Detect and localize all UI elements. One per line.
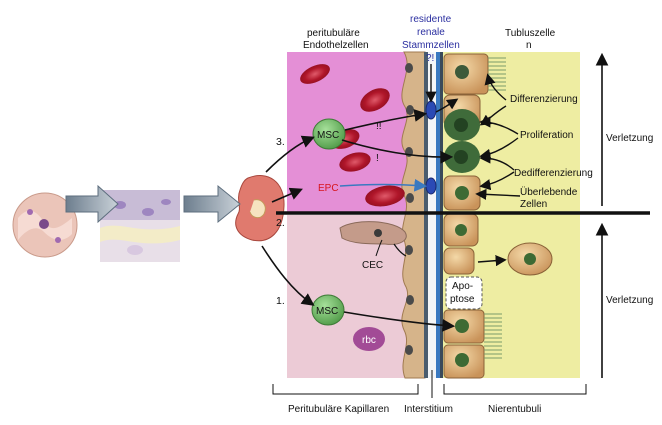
apoptosis-label-2: ptose — [450, 294, 475, 305]
process-arrow-2 — [183, 184, 241, 224]
arrow-dediff-1 — [479, 152, 515, 171]
step-3: 3. — [276, 136, 285, 148]
arrow-stem-to-tubule — [435, 98, 459, 113]
arrow-msc-to-stem — [344, 109, 428, 131]
arrow-to-epc — [271, 187, 303, 203]
tissue-cross-section-icon — [12, 192, 78, 258]
epc-label: EPC — [318, 183, 339, 194]
kidney-icon — [235, 175, 285, 242]
proliferation-label: Proliferation — [520, 130, 573, 141]
arrow-surviving — [475, 188, 521, 200]
step-2: 2. — [276, 217, 285, 229]
arrow-to-msc-bottom — [261, 245, 315, 306]
surviving-label-1: Überlebende — [520, 186, 578, 198]
msc-cell-top — [312, 118, 346, 150]
stem-cell-upper — [425, 100, 437, 120]
footer-interstitium: Interstitium — [404, 404, 453, 415]
red-blood-cells — [300, 64, 405, 351]
mark-double: !! — [376, 121, 382, 132]
apoptosis-box — [445, 276, 483, 310]
injury-label-top: Verletzung — [606, 133, 653, 144]
apoptosis-label-1: Apo- — [452, 281, 473, 292]
surviving-label-2: Zellen — [520, 199, 547, 210]
arrow-dediff-2 — [479, 171, 515, 191]
msc-bottom-label: MSC — [316, 306, 338, 317]
arrow-diff-up — [484, 73, 507, 101]
msc-cell-bottom — [311, 294, 345, 326]
tubular-cell-label-2: n — [526, 40, 532, 51]
cec-cell — [339, 221, 407, 245]
differentiation-label: Differenzierung — [510, 94, 578, 105]
arrow-msc-bottom-to-tubule — [343, 311, 456, 332]
tubular-membrane — [436, 52, 441, 378]
rbc-label: rbc — [362, 335, 376, 346]
step-1: 1. — [276, 295, 285, 307]
tubular-membrane-dark — [440, 52, 443, 378]
tubular-cell-label-1: Tubluszelle — [505, 28, 556, 39]
footer-tubuli: Nierentubuli — [488, 404, 541, 415]
stem-label-2: renale — [417, 27, 445, 38]
arrow-epc-to-stem — [339, 178, 428, 192]
arrow-proliferation-1 — [479, 116, 519, 135]
process-arrow-1 — [65, 184, 119, 224]
arrow-cec-label — [375, 239, 383, 257]
footer-capillaries: Peritubuläre Kapillaren — [288, 404, 389, 415]
stem-label-4: ?! — [426, 53, 434, 64]
endothelial-lining — [401, 51, 426, 379]
footer-brackets — [272, 370, 587, 398]
stem-cell-lower — [425, 177, 437, 195]
arrow-cec-out — [393, 243, 407, 257]
dedifferentiation-label: Dedifferenzierung — [514, 168, 593, 179]
cec-label: CEC — [362, 260, 383, 271]
vessel-wall-icon — [100, 190, 180, 262]
capillary-membrane — [424, 52, 428, 378]
arrow-to-msc-top — [265, 135, 315, 173]
endothelial-nuclei — [405, 63, 414, 355]
stem-label-3: Stammzellen — [402, 40, 460, 51]
peritubular-label-1: peritubuläre — [307, 28, 360, 39]
injury-label-bottom: Verletzung — [606, 295, 653, 306]
peritubular-label-2: Endothelzellen — [303, 40, 369, 51]
arrow-msc-to-tubule — [341, 139, 454, 164]
mark-single: ! — [376, 153, 379, 164]
stem-label-1: residente — [410, 14, 452, 25]
arrow-apoptosis — [477, 255, 507, 267]
msc-top-label: MSC — [317, 130, 339, 141]
